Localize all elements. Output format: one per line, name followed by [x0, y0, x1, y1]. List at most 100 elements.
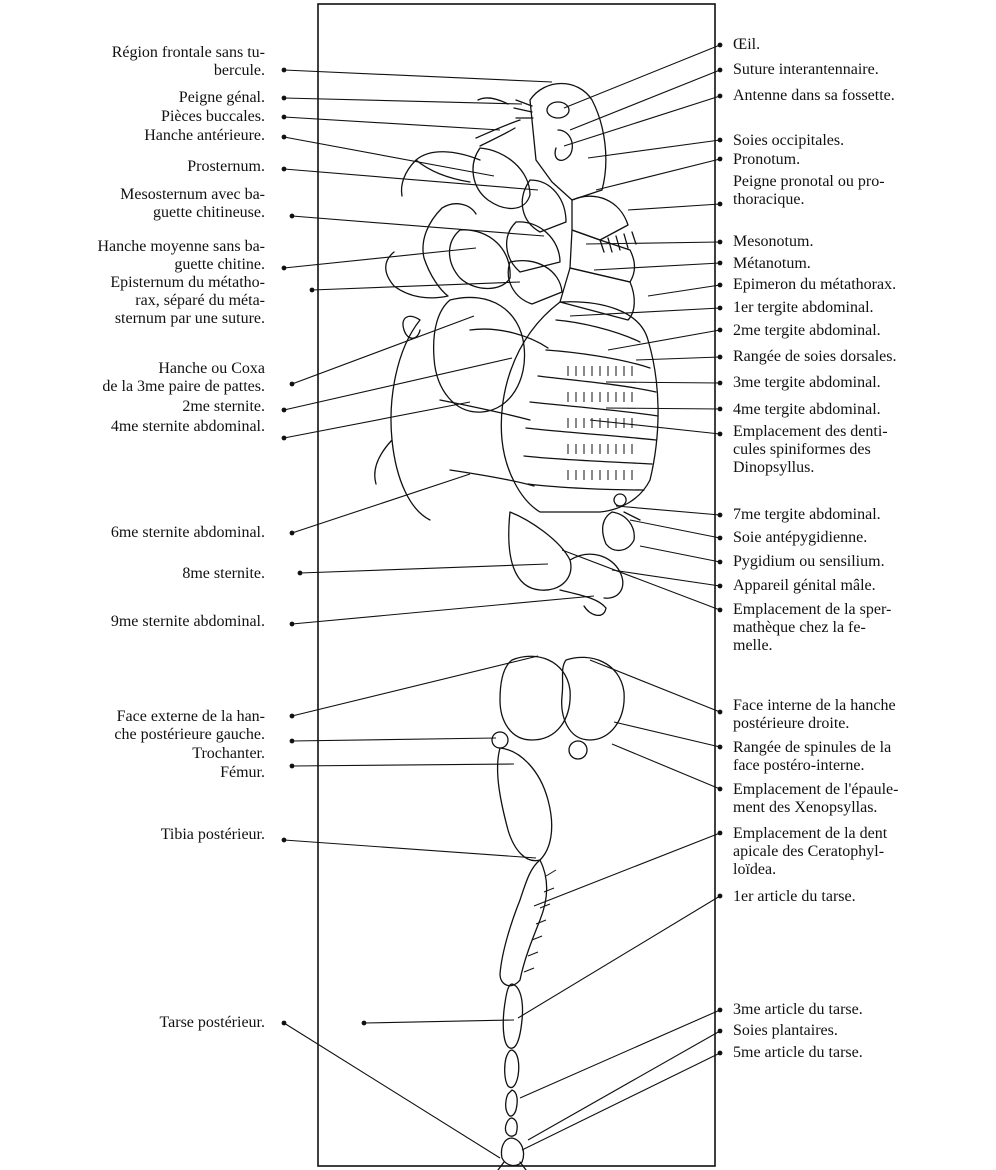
leader-dot [362, 1021, 367, 1026]
tergite-3 [538, 376, 656, 392]
leader-dot [718, 787, 723, 792]
tarsus-3 [506, 1090, 518, 1116]
label-male-genitalia: Appareil génital mâle. [733, 577, 993, 595]
femur [498, 748, 552, 861]
left-hind-coxa-external [500, 656, 570, 740]
leader-line [518, 896, 720, 1018]
label-interantennal-suture: Suture interantennaire. [733, 61, 993, 79]
trochanter [492, 732, 508, 748]
leader-dot [718, 536, 723, 541]
leader-dot [282, 167, 287, 172]
fore-coxa [473, 148, 530, 208]
mid-coxa [450, 230, 511, 289]
leader-line [284, 117, 500, 130]
leader-line [628, 204, 720, 210]
leader-dot [718, 261, 723, 266]
leader-line [292, 764, 514, 766]
leader-line [292, 316, 474, 384]
label-sternite-6: 6me sternite abdominal. [0, 524, 265, 542]
label-metepisternum: Episternum du métatho- rax, séparé du mé… [0, 274, 265, 328]
leader-line [616, 506, 720, 515]
sternite-4 [440, 400, 530, 420]
label-metanotum: Métanotum. [733, 255, 993, 273]
label-tarsus: Tarse postérieur. [65, 1014, 265, 1032]
leader-line [284, 98, 522, 104]
leader-dot [718, 407, 723, 412]
leader-dot [718, 381, 723, 386]
label-tarsal-article-3: 3me article du tarse. [733, 1001, 993, 1019]
leader-dot [718, 1008, 723, 1013]
leader-dot [718, 1029, 723, 1034]
label-tarsal-article-1: 1er article du tarse. [733, 888, 993, 906]
leader-line [284, 248, 476, 268]
leader-dot [718, 202, 723, 207]
leader-line [640, 546, 720, 562]
label-trochanter: Trochanter. [65, 745, 265, 763]
leader-dot [290, 739, 295, 744]
label-ceratophylloidea-tooth: Emplacement de la dent apicale des Cerat… [733, 825, 993, 879]
sternite-9 [560, 590, 606, 615]
leader-dot [298, 571, 303, 576]
label-antenna: Antenne dans sa fossette. [733, 87, 993, 105]
leader-dot [718, 306, 723, 311]
label-tergite-3: 3me tergite abdominal. [733, 374, 993, 392]
leader-dot [282, 436, 287, 441]
leader-dot [282, 135, 287, 140]
label-hind-coxa: Hanche ou Coxa de la 3me paire de pattes… [0, 360, 265, 396]
leader-line [534, 833, 720, 906]
leader-dot [718, 138, 723, 143]
leader-dot [718, 745, 723, 750]
label-frontal-region: Région frontale sans tu- bercule. [55, 44, 265, 80]
trochanter-right [569, 741, 587, 759]
mouthparts [476, 120, 520, 146]
leader-line [594, 263, 720, 270]
label-tergite-7: 7me tergite abdominal. [733, 506, 993, 524]
leader-line [284, 1023, 500, 1158]
label-xenopsylla-shoulder: Emplacement de l'épaule- ment des Xenops… [733, 781, 993, 817]
label-left-hind-coxa: Face externe de la han- che postérieure … [0, 708, 265, 744]
label-tarsal-article-5: 5me article du tarse. [733, 1044, 993, 1062]
label-mid-coxa: Hanche moyenne sans ba- guette chitine. [0, 238, 265, 274]
leader-dot [718, 831, 723, 836]
leader-dot [718, 43, 723, 48]
leader-line [612, 570, 720, 586]
genal-comb [478, 98, 533, 118]
label-mouthparts: Pièces buccales. [65, 108, 265, 126]
leader-dot [718, 283, 723, 288]
label-mesonotum: Mesonotum. [733, 233, 993, 251]
leader-line [284, 70, 552, 82]
label-fore-coxa: Hanche antérieure. [65, 127, 265, 145]
leader-line [608, 330, 720, 350]
leader-line [612, 744, 720, 789]
label-occipital-bristles: Soies occipitales. [733, 132, 993, 150]
leader-line [590, 420, 720, 434]
leader-line [606, 408, 720, 409]
leader-line [284, 169, 538, 190]
leader-dot [282, 408, 287, 413]
leader-dot [282, 68, 287, 73]
leader-dot [290, 764, 295, 769]
leader-line [648, 285, 720, 296]
leader-dot [282, 838, 287, 843]
leader-dot [718, 584, 723, 589]
tergite-6 [524, 456, 652, 464]
leader-dot [310, 288, 315, 293]
label-sternite-9: 9me sternite abdominal. [0, 613, 265, 631]
leader-line [284, 402, 470, 438]
fore-leg [402, 152, 480, 196]
leader-line [636, 357, 720, 360]
leader-line [606, 382, 720, 383]
label-sternite-8: 8me sternite. [65, 565, 265, 583]
label-genal-comb: Peigne génal. [65, 89, 265, 107]
leader-line [522, 1053, 720, 1150]
leader-dot [282, 1021, 287, 1026]
leader-line [284, 840, 536, 858]
leader-dot [290, 531, 295, 536]
leader-line [596, 159, 720, 190]
leader-dot [718, 240, 723, 245]
leader-line [614, 722, 720, 747]
leader-line [292, 596, 594, 624]
leader-dot [718, 1051, 723, 1056]
label-antepygidial-bristle: Soie antépygidienne. [733, 529, 993, 547]
label-sternite-2: 2me sternite. [65, 398, 265, 416]
